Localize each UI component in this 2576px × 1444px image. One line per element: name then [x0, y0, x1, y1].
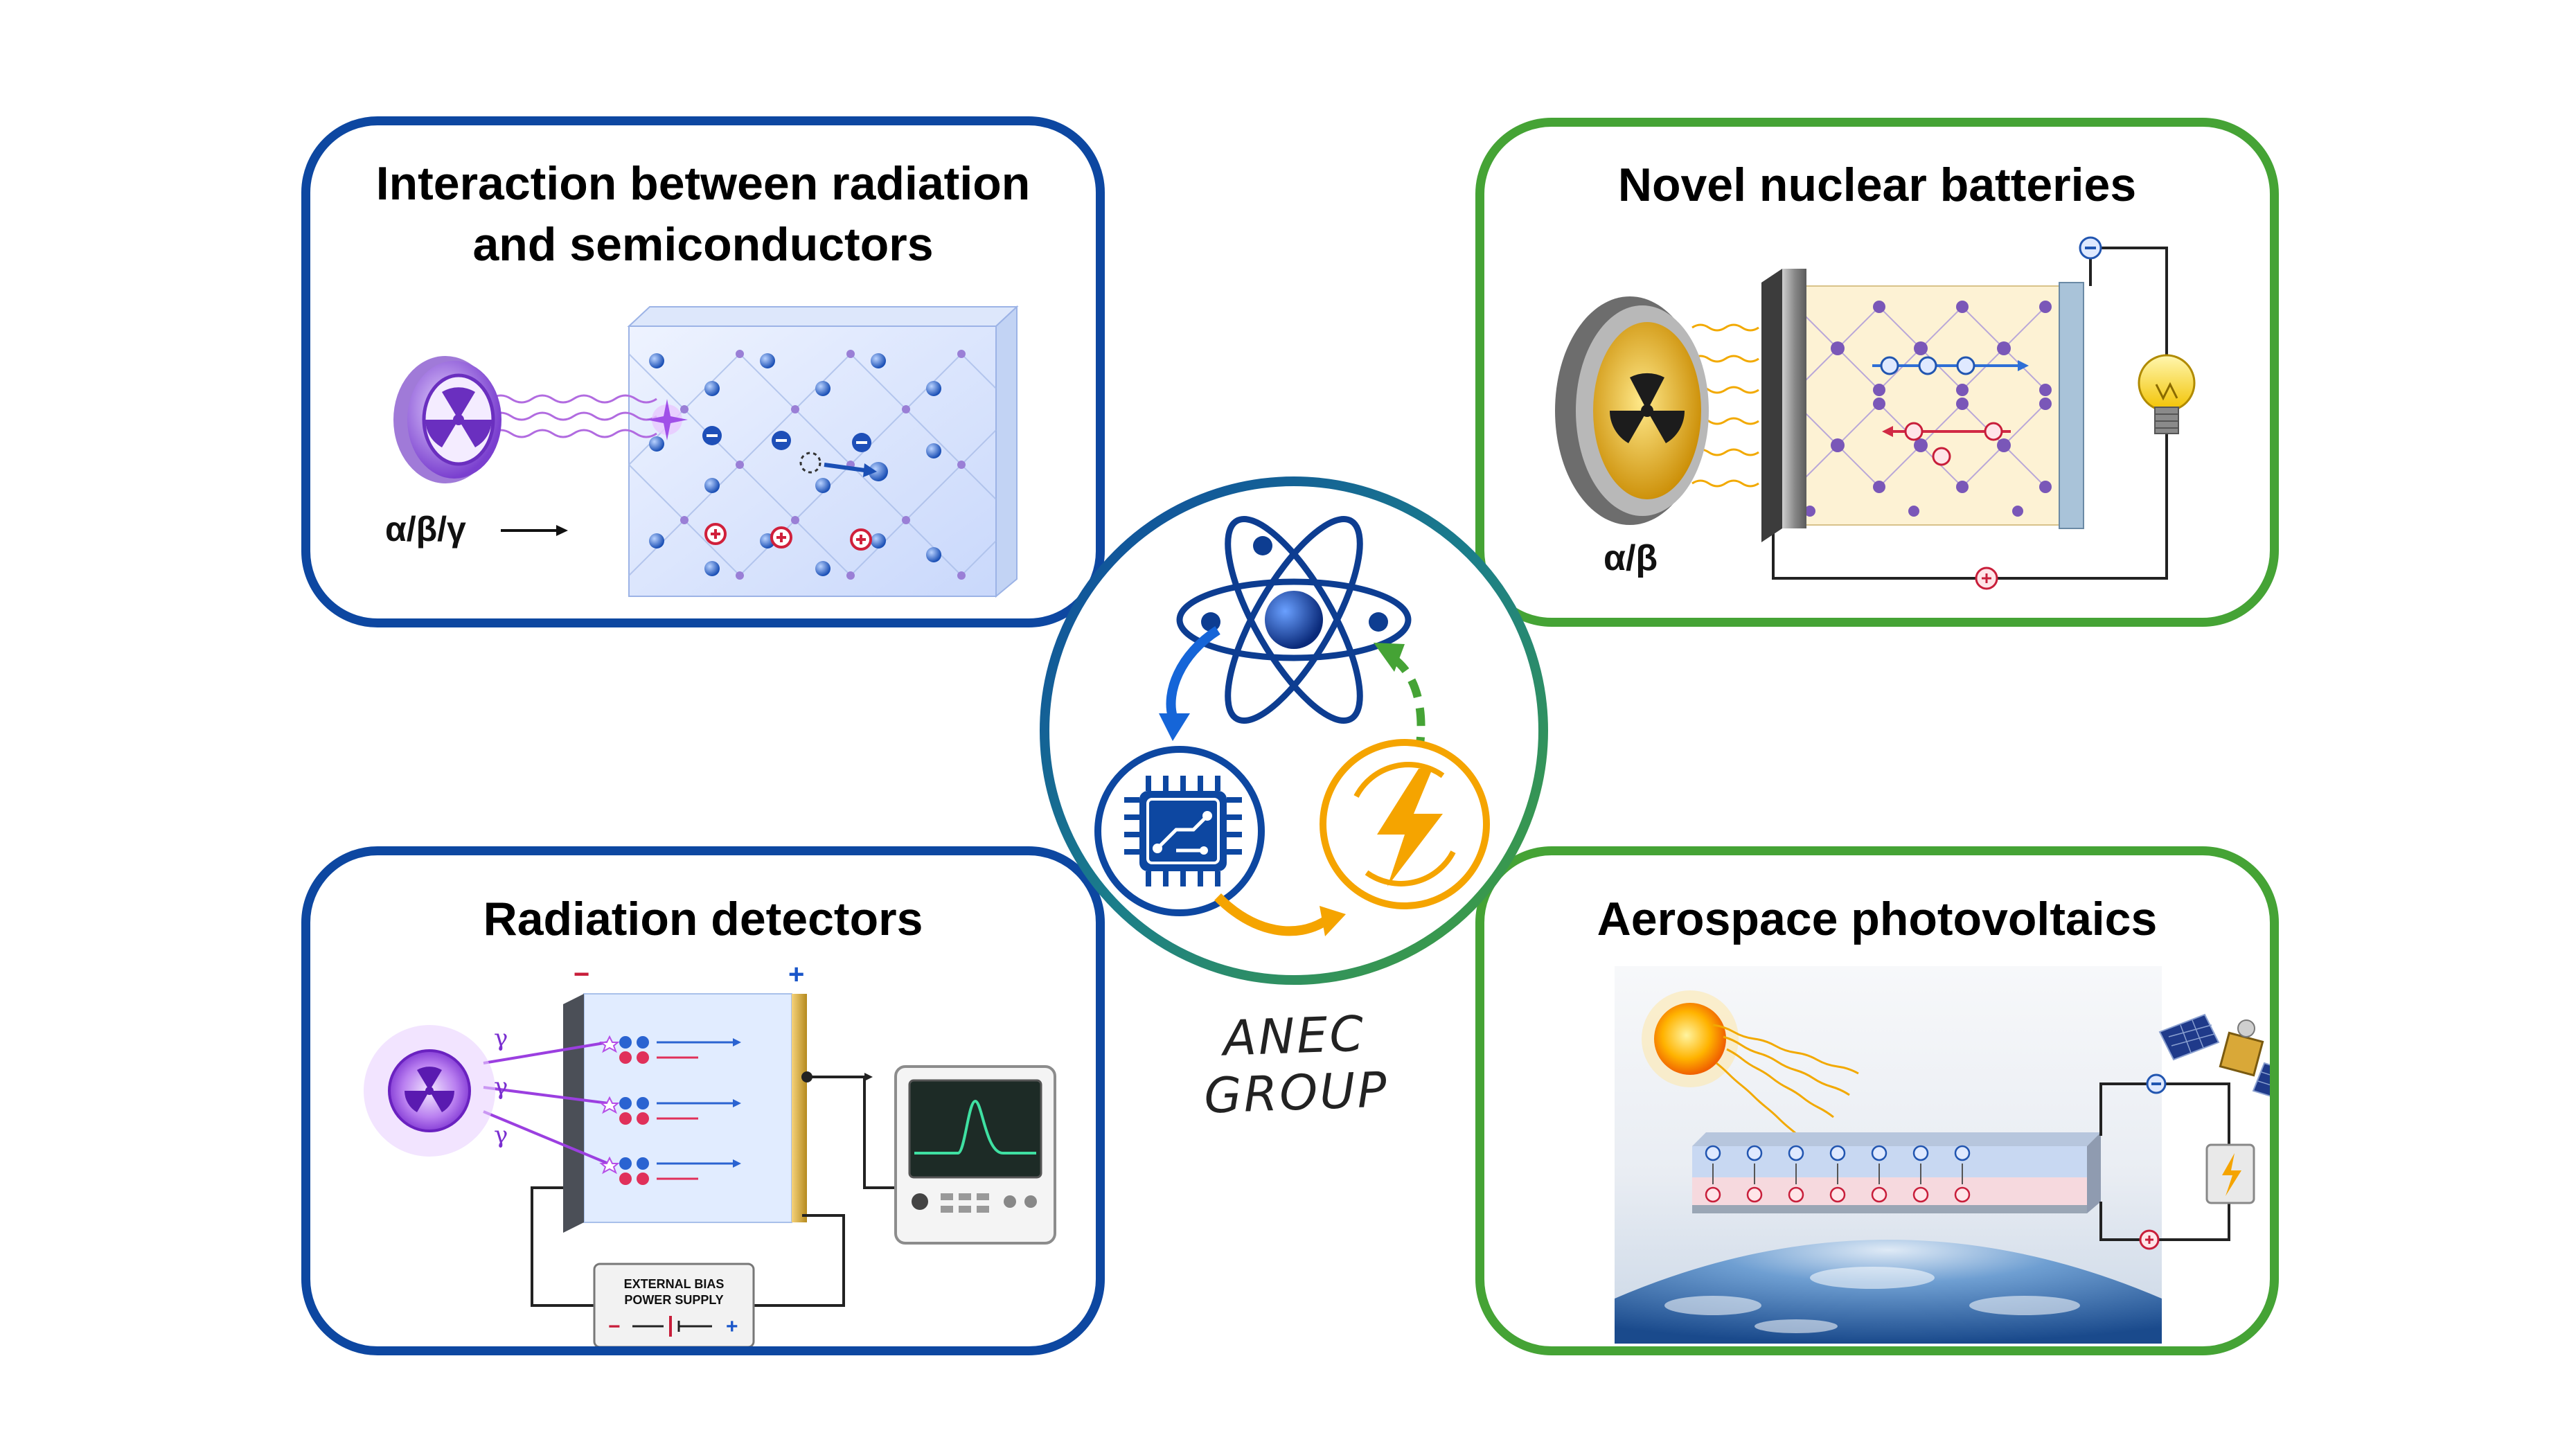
nuclear-battery-illustration: α/β — [1555, 236, 2196, 590]
radiation-semiconductor-illustration: α/β/γ — [385, 305, 1019, 598]
panel-title-line2: and semiconductors — [472, 218, 934, 271]
semiconductor-crystal — [627, 305, 1019, 598]
panel-aerospace-photovoltaics: Aerospace photovoltaics — [1475, 846, 2279, 1355]
electrons — [702, 426, 871, 452]
detector-crystal — [583, 993, 792, 1223]
radiation-source — [393, 356, 501, 483]
gamma-label-2: γ — [494, 1073, 508, 1100]
panel-radiation-detectors: Radiation detectors − + γ γ γ — [301, 846, 1105, 1355]
semiconductor-absorber — [1782, 285, 2060, 526]
atom-icon — [1176, 515, 1412, 724]
chip-icon — [1094, 746, 1265, 916]
source-label: α/β/γ — [385, 510, 466, 549]
arrow-atom-to-chip — [1166, 626, 1220, 718]
nuclear-source-disk — [1555, 296, 1709, 525]
panel-nuclear-batteries: Novel nuclear batteries — [1475, 118, 2279, 627]
gamma-source — [364, 1025, 495, 1157]
panel-title-line1: Interaction between radiation — [375, 157, 1031, 210]
interaction-sparks — [599, 1035, 620, 1175]
right-electrode — [2059, 282, 2084, 529]
solar-cell — [1692, 1132, 2101, 1213]
radiation-trefoil-icon — [405, 1067, 454, 1112]
supply-label-line2: POWER SUPPLY — [624, 1293, 723, 1307]
vacancy — [799, 452, 821, 474]
group-name-label: ANEC GROUP — [1202, 1005, 1389, 1125]
charge-carriers — [619, 1036, 741, 1185]
source-label: α/β — [1604, 538, 1658, 578]
wire-hole — [1975, 567, 1998, 590]
aerospace-photovoltaics-illustration — [1615, 966, 2270, 1344]
light-bulb-icon — [2138, 354, 2196, 434]
gamma-label-3: γ — [494, 1121, 508, 1149]
wire-electron — [2079, 236, 2102, 260]
radiation-waves — [490, 394, 657, 438]
supply-minus-label: − — [608, 1315, 621, 1338]
anec-central-hub — [1040, 476, 1548, 985]
panel-radiation-semiconductor-interaction: Interaction between radiation and semico… — [301, 116, 1105, 627]
panel-title: Novel nuclear batteries — [1617, 159, 2137, 211]
radiation-trefoil-icon — [1609, 373, 1685, 443]
holes — [704, 523, 872, 551]
arrow-chip-to-energy — [1214, 893, 1328, 936]
supply-plus-label: + — [726, 1315, 738, 1338]
minus-terminal-label: − — [574, 959, 589, 990]
panel-title: Aerospace photovoltaics — [1597, 893, 2158, 945]
radiation-trefoil-icon — [425, 387, 492, 447]
panel-title: Radiation detectors — [483, 893, 923, 945]
plus-terminal-label: + — [788, 959, 804, 990]
oscilloscope — [894, 1065, 1056, 1245]
left-electrode — [1761, 269, 1782, 542]
bias-power-supply: EXTERNAL BIAS POWER SUPPLY − + — [593, 1263, 755, 1346]
gamma-label-1: γ — [494, 1024, 508, 1052]
radiation-detector-illustration: − + γ γ γ — [364, 959, 1056, 1346]
cathode — [563, 994, 584, 1233]
anode — [792, 994, 807, 1222]
gamma-rays — [483, 1041, 609, 1165]
sun-rays — [1712, 1024, 1859, 1142]
load-box — [2205, 1143, 2255, 1204]
impact-spark — [646, 399, 688, 440]
satellite-icon — [2158, 1013, 2270, 1097]
energy-lightning-icon — [1320, 739, 1490, 909]
supply-label-line1: EXTERNAL BIAS — [624, 1277, 725, 1291]
sun-icon — [1642, 990, 1739, 1087]
earth — [1615, 1240, 2162, 1344]
